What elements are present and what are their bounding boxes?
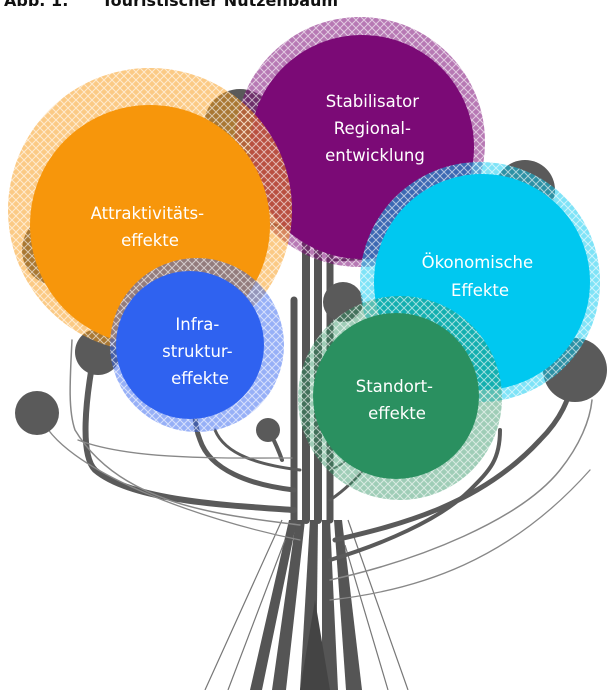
bubble-label: Infra- struktur- effekte (162, 315, 238, 388)
bubble-label: Stabilisator Regional- entwicklung (325, 92, 425, 165)
label-line: Infra- (175, 315, 219, 334)
bubble-core (116, 271, 264, 419)
bubble-infrastruktur: Infra- struktur- effekte (110, 258, 284, 432)
figure-caption: Abb. 1: Touristischer Nutzenbaum (4, 0, 339, 10)
label-line: Attraktivitäts- (91, 204, 204, 223)
tree-trunk (204, 519, 409, 691)
label-line: struktur- (162, 342, 233, 361)
label-line: Standort- (356, 377, 433, 396)
label-line: Ökonomische (422, 253, 534, 272)
label-line: Regional- (334, 119, 411, 138)
bubble-standort: Standort- effekte (298, 296, 502, 500)
bubble-core (313, 313, 479, 479)
label-line: Effekte (451, 281, 509, 300)
label-line: effekte (368, 404, 426, 423)
bubble-label: Ökonomische Effekte (422, 253, 539, 300)
label-line: effekte (171, 369, 229, 388)
bubble-label: Standort- effekte (356, 377, 439, 423)
label-line: entwicklung (325, 146, 425, 165)
bubble-label: Attraktivitäts- effekte (91, 204, 210, 250)
label-line: effekte (121, 231, 179, 250)
label-line: Stabilisator (326, 92, 420, 111)
